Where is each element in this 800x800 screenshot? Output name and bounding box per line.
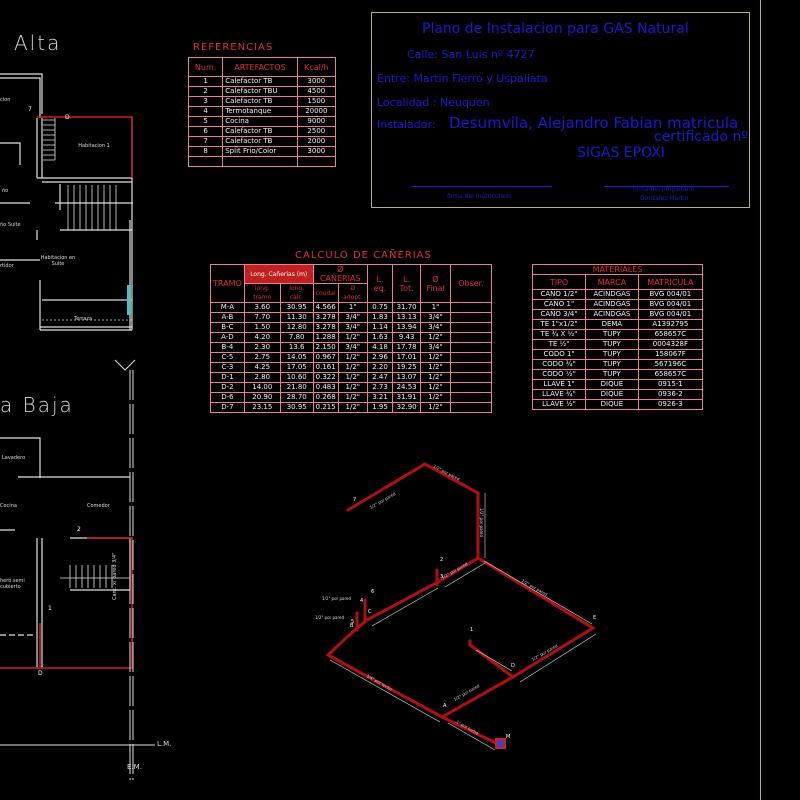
col-header: TRAMO — [210, 264, 245, 303]
dimension-lines — [329, 493, 597, 751]
node-label: 1 — [470, 627, 474, 633]
marker: D — [38, 670, 43, 677]
node-label: 5 — [351, 619, 355, 625]
room-label: ño Suite — [0, 222, 21, 228]
table-cell: 23.15 — [243, 402, 281, 413]
node-label: B — [350, 623, 354, 629]
room-label: Terraza — [74, 316, 93, 322]
table-cell — [187, 156, 224, 167]
entre: Entre: Martin Fierro y Uspallata — [377, 72, 548, 85]
node-label: A — [443, 703, 447, 709]
property-line — [0, 359, 155, 780]
room-label: Comedor — [87, 503, 110, 509]
upper-plan-title: Alta — [14, 31, 62, 55]
node-label: 6 — [371, 589, 375, 595]
node-label: 4 — [360, 598, 364, 604]
room-label: rtidor — [0, 263, 14, 269]
signature-line — [411, 186, 552, 187]
title-block — [371, 12, 750, 208]
sistema: SIGAS EPOXI — [577, 145, 665, 161]
col-header: Ø Final — [419, 264, 452, 303]
col-header: L. Tot. — [392, 264, 421, 303]
table-cell: 0926-3 — [637, 399, 704, 410]
room-label: ño — [2, 188, 9, 194]
col-header: Obser. — [450, 264, 492, 303]
table-row — [187, 156, 337, 167]
referencias-title: REFERENCIAS — [193, 42, 274, 53]
lower-stairs — [60, 565, 130, 588]
room-label: Cocina — [0, 503, 17, 509]
localidad: Localidad : Neuquen — [377, 96, 490, 109]
upper-stairs — [42, 118, 132, 321]
instalador: Desumvila, Alejandro Fabian matricula — [449, 114, 739, 132]
em-label: E.M. — [127, 763, 142, 771]
node-label: 3 — [440, 574, 444, 580]
node-label: 2 — [440, 557, 444, 563]
room-label: cion — [0, 97, 11, 103]
signature-line — [604, 186, 729, 187]
pipe — [440, 556, 596, 719]
calle: Calle: San Luis nº 4727 — [407, 48, 535, 61]
table-cell — [296, 156, 337, 167]
pipe-label: 1/2" por pared — [315, 615, 344, 620]
upper-gas-line — [37, 116, 133, 178]
firma-matriculado: firma del matriculado — [447, 193, 512, 200]
marker: 1 — [48, 605, 52, 612]
node-label: 7 — [353, 497, 357, 503]
col-header: L. eq. — [366, 264, 394, 303]
pipe — [468, 639, 515, 679]
table-cell: 1.95 — [366, 402, 394, 413]
node-label: E — [593, 615, 597, 621]
terrace-detail — [127, 285, 131, 315]
room-label: Lavadero — [2, 455, 26, 461]
col-header: long. calc. — [279, 283, 314, 303]
marker: 7 — [28, 106, 32, 113]
calculo-title: CALCULO DE CAÑERIAS — [295, 250, 432, 261]
propietario: Gonzalez Martin — [640, 195, 689, 202]
gas-meter-icon — [495, 738, 506, 749]
node-label: C — [368, 609, 372, 615]
pipe-label: 1/2" por pared — [479, 508, 484, 537]
lower-gas-line — [39, 537, 133, 669]
node-label: M — [506, 734, 511, 740]
certificado: certificado nº — [654, 129, 748, 145]
firma-propietario: firma del propietario — [633, 186, 695, 193]
lm-label: L.M. — [157, 740, 172, 748]
room-label: Habitacion en Suite — [40, 255, 76, 267]
table-cell — [450, 402, 492, 413]
pipe-label: 1/2" por pared — [322, 596, 351, 601]
room-label: hero semi cubierto — [0, 578, 25, 590]
instalador-label: Instalador: — [377, 118, 436, 131]
gas-pipes — [325, 462, 596, 747]
marker: 2 — [77, 526, 81, 533]
pipe — [355, 568, 439, 632]
table-cell: 1/2" — [419, 402, 452, 413]
plan-title: Plano de Instalacion para GAS Natural — [422, 21, 689, 37]
room-label: Habitacion 1 — [78, 143, 110, 149]
table-cell: LLAVE ½" — [531, 399, 587, 410]
node-label: D — [511, 663, 515, 669]
calculo-table: TRAMO Long. Cañerias (m) Ø CAÑERIAS L. e… — [210, 264, 492, 413]
frame-line — [760, 0, 761, 800]
lower-plan-title: a Baja — [0, 393, 74, 417]
materiales-table: MATERIALES TIPO MARCA MATRICULA CAÑO 1/2… — [531, 264, 704, 410]
marker: D — [65, 114, 70, 121]
pipe — [325, 462, 502, 747]
